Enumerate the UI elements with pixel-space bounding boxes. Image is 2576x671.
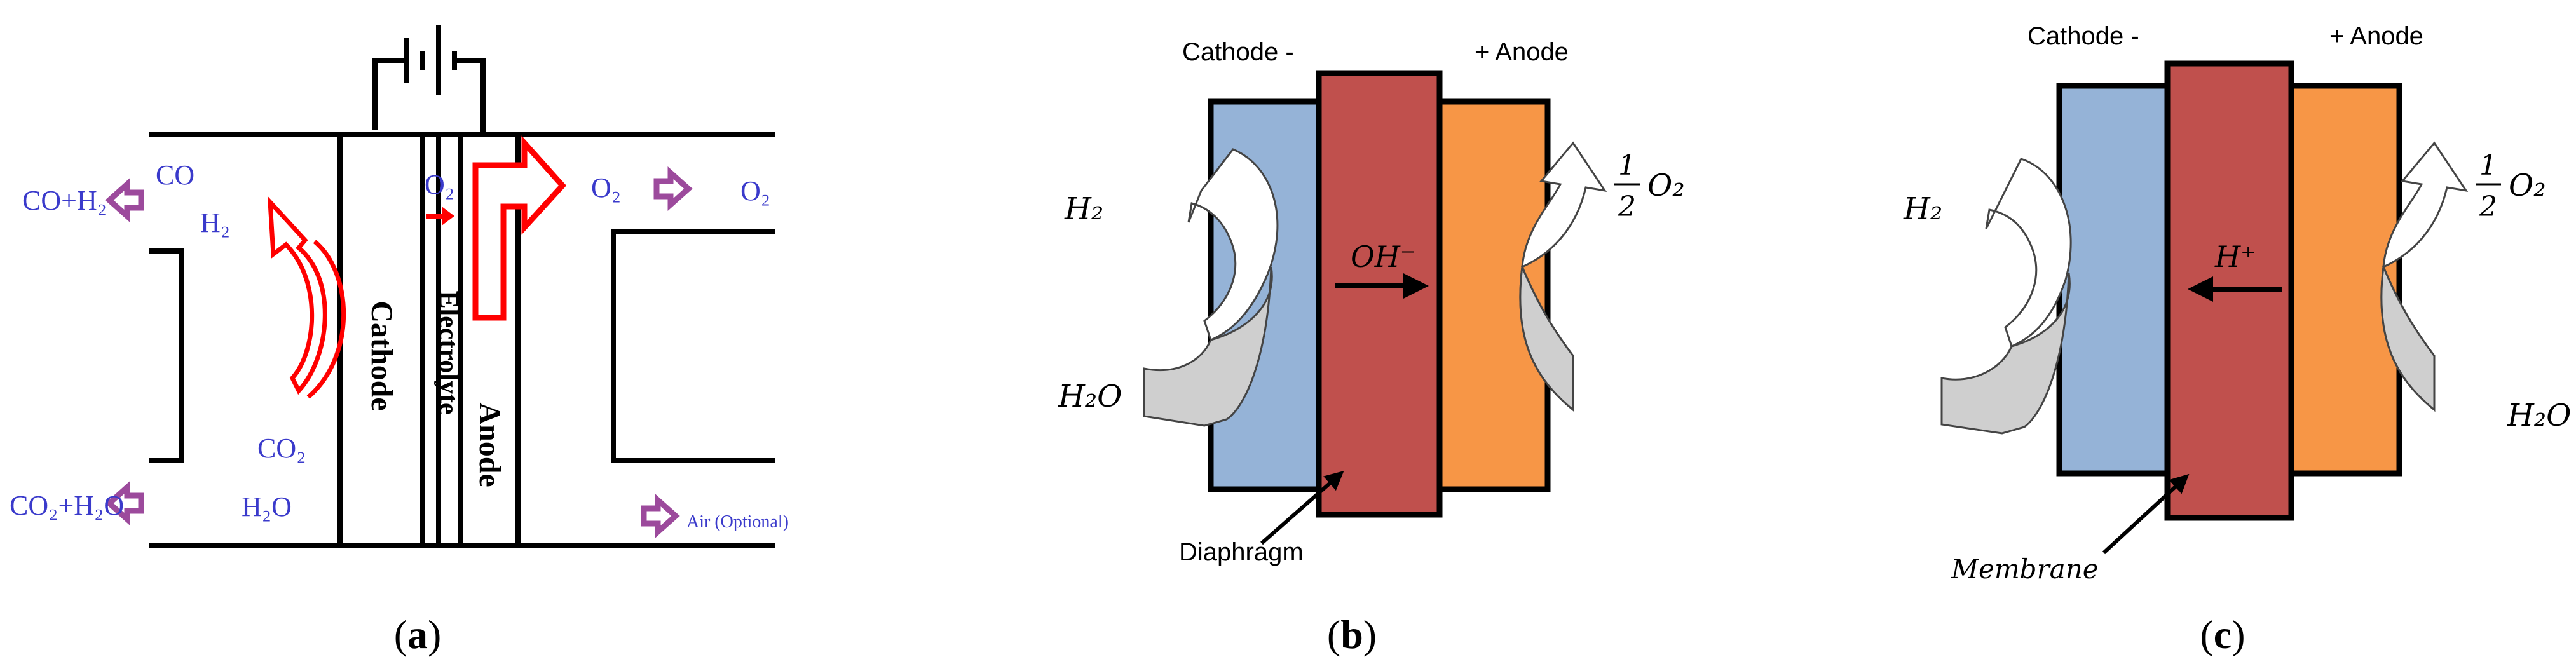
svg-text:1: 1 xyxy=(1618,149,1636,182)
purple-left-arrow-icon xyxy=(105,177,144,223)
svg-text:O₂: O₂ xyxy=(2509,168,2546,203)
purple-right-arrow-icon xyxy=(641,493,680,539)
svg-text:1: 1 xyxy=(2479,149,2497,182)
caption-c: (c) xyxy=(2200,612,2245,657)
half-o2-label: 1 2 O₂ xyxy=(2476,149,2546,223)
svg-text:2: 2 xyxy=(1618,191,1636,223)
panel-b: Cathode - + Anode OH⁻ H₂ H₂O 1 2 O₂ Diap… xyxy=(1058,38,1685,657)
red-elbow-arrow-icon xyxy=(472,135,567,321)
caption-b: (b) xyxy=(1327,612,1377,657)
ion-label: H⁺ xyxy=(2214,240,2256,274)
diaphragm-pointer-arrow-icon xyxy=(1260,471,1344,545)
label-o2-inner: O₂ xyxy=(425,169,454,200)
anode-label: Anode xyxy=(473,402,507,487)
svg-text:O₂: O₂ xyxy=(1647,168,1685,203)
ion-label: OH⁻ xyxy=(1351,240,1415,274)
label-o2-right: O₂ xyxy=(740,175,770,207)
anode-flow-arrow-icon xyxy=(2380,141,2469,412)
cathode-label: Cathode xyxy=(365,301,399,410)
red-small-arrow-icon xyxy=(426,207,454,226)
diaphragm-layer xyxy=(1316,70,1443,518)
purple-left-arrow-icon xyxy=(105,480,144,526)
membrane-pointer-arrow-icon xyxy=(2102,473,2190,555)
label-co2: CO₂ xyxy=(257,433,306,464)
half-o2-label: 1 2 O₂ xyxy=(1614,149,1685,223)
cathode-flow-arrow-icon xyxy=(1143,148,1279,427)
electrolyte-label: Electrolyte xyxy=(433,290,463,414)
label-h2: H₂ xyxy=(200,207,230,238)
anode-layer xyxy=(1436,98,1551,492)
label-h2o: H₂O xyxy=(242,491,292,522)
label-o2-mid: O₂ xyxy=(591,172,621,203)
h2o-label: H₂O xyxy=(2507,398,2571,433)
anode-label: + Anode xyxy=(1475,38,1569,66)
anode-label: + Anode xyxy=(2329,22,2423,50)
label-co: CO xyxy=(156,159,194,191)
panel-c: Cathode - + Anode H⁺ H₂ H₂O 1 2 O₂ Membr… xyxy=(1903,22,2571,657)
cathode-flow-arrow-icon xyxy=(1940,158,2072,435)
svg-text:2: 2 xyxy=(2479,191,2497,223)
label-air-optional: Air (Optional) xyxy=(686,512,789,532)
membrane-label: Membrane xyxy=(1951,553,2099,585)
cathode-label: Cathode - xyxy=(1182,38,1294,66)
red-curved-arrow-icon xyxy=(267,196,346,399)
anode-flow-arrow-icon xyxy=(1519,141,1607,412)
label-co-h2-out: CO+H₂ xyxy=(22,185,107,216)
diaphragm-label: Diaphragm xyxy=(1179,538,1304,566)
cathode-layer xyxy=(2056,83,2171,477)
h2-label: H₂ xyxy=(1903,191,1942,227)
battery-icon xyxy=(372,25,486,137)
h2o-label: H₂O xyxy=(1058,379,1122,414)
cathode-label: Cathode - xyxy=(2027,22,2139,50)
purple-arrows xyxy=(105,166,693,539)
caption-a: (a) xyxy=(394,612,442,657)
purple-right-arrow-icon xyxy=(653,166,693,212)
panel-a: Cathode Electrolyte Anode CO+H₂ CO H₂ O₂… xyxy=(10,25,789,657)
label-co2-h2o-out: CO₂+H₂O xyxy=(10,490,124,521)
h2-label: H₂ xyxy=(1064,191,1103,227)
